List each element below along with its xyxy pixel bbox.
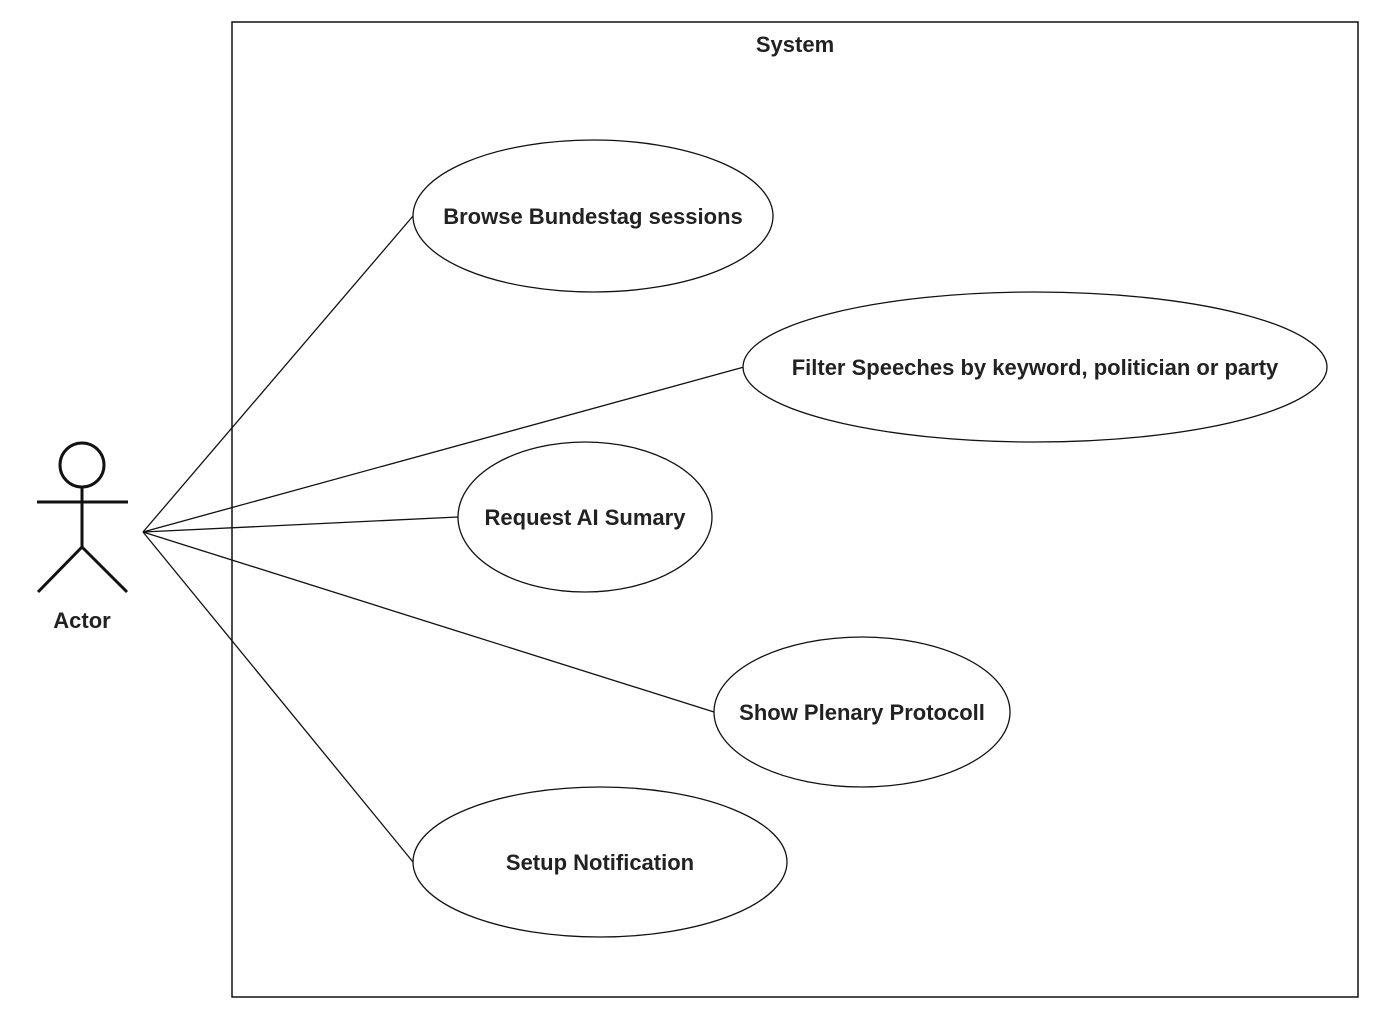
use-case-filter: Filter Speeches by keyword, politician o…: [742, 291, 1328, 443]
use-case-protocol: Show Plenary Protocoll: [713, 636, 1011, 788]
association-ai-summary: [142, 516, 459, 533]
use-case-notification: Setup Notification: [412, 786, 788, 938]
use-case-ai-summary-ellipse: [457, 441, 713, 593]
association-protocol: [142, 531, 715, 713]
associations: [142, 215, 745, 863]
system-boundary: System: [231, 21, 1359, 998]
actor-left-leg: [36, 545, 84, 594]
actor-label: Actor: [53, 608, 111, 633]
association-notification: [142, 531, 414, 863]
use-case-browse-label: Browse Bundestag sessions: [443, 204, 743, 229]
use-case-ai-summary: Request AI Sumary: [457, 441, 713, 593]
association-filter: [142, 366, 745, 533]
use-case-protocol-label: Show Plenary Protocoll: [739, 700, 985, 725]
actor: Actor: [36, 441, 129, 633]
use-case-protocol-ellipse: [713, 636, 1011, 788]
actor-right-leg: [80, 545, 129, 594]
use-case-filter-ellipse: [742, 291, 1328, 443]
actor-head: [58, 441, 106, 489]
use-case-browse-ellipse: [412, 139, 774, 293]
association-browse: [142, 215, 414, 533]
use-case-ai-summary-label: Request AI Sumary: [485, 505, 687, 530]
use-case-notification-label: Setup Notification: [506, 850, 694, 875]
system-boundary-box: [231, 21, 1359, 998]
system-label: System: [756, 32, 834, 57]
use-case-notification-ellipse: [412, 786, 788, 938]
use-case-filter-label: Filter Speeches by keyword, politician o…: [792, 355, 1279, 380]
use-case-browse: Browse Bundestag sessions: [412, 139, 774, 293]
